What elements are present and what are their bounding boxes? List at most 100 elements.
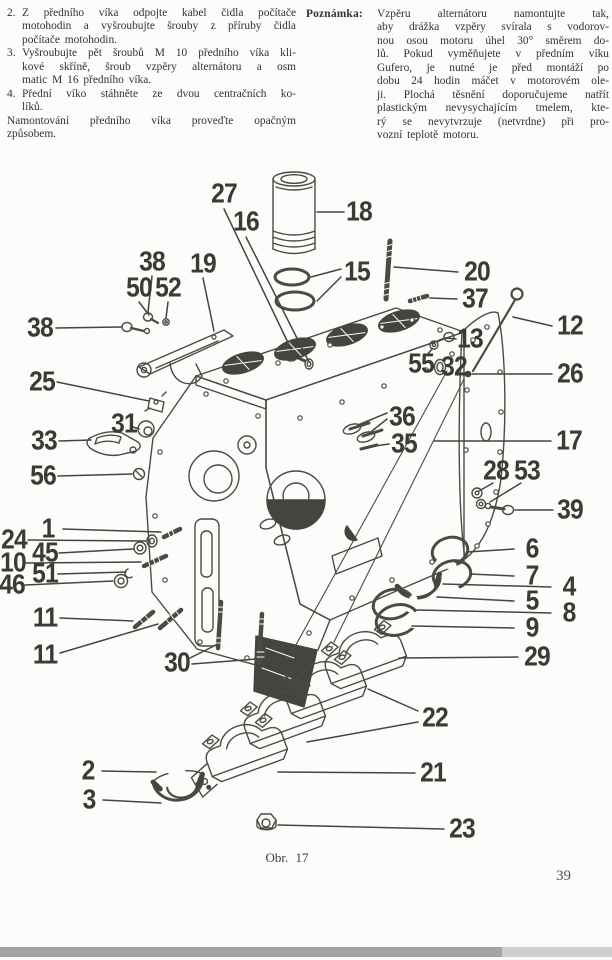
leader-line-45 — [58, 548, 134, 554]
list-number: 3. — [7, 47, 16, 60]
callout-35: 35 — [391, 427, 418, 459]
leader-line-25 — [56, 381, 150, 402]
leader-line-38 — [147, 275, 153, 313]
side-cover-plate — [458, 311, 506, 560]
callout-38: 38 — [139, 245, 166, 277]
leader-line-9 — [411, 625, 515, 629]
leader-line-53 — [489, 482, 522, 503]
leader-line-56 — [57, 473, 133, 477]
instruction-item: 4. Přední víko stáhněte ze dvou centrační… — [7, 88, 296, 115]
text-line: líků. — [22, 101, 43, 114]
callout-32: 32 — [441, 350, 468, 382]
text-line: motohodin a vyšroubujte šrouby z příruby… — [22, 20, 296, 33]
text-line: Z předního víka odpojte kabel čidla počí… — [22, 7, 296, 19]
callout-15: 15 — [344, 255, 371, 287]
leader-line-15 — [310, 268, 342, 278]
callout-3: 3 — [82, 783, 97, 815]
callout-22: 22 — [422, 701, 449, 733]
leader-line-19 — [202, 277, 215, 332]
dipstick — [471, 287, 524, 373]
leader-line-28 — [478, 482, 494, 492]
bearing-cap-21 — [190, 712, 289, 798]
callout-27: 27 — [211, 177, 238, 209]
list-number: 2. — [7, 7, 16, 19]
bearing-cap — [239, 679, 327, 750]
instructions-column: 2. Z předního víka odpojte kabel čidla po… — [7, 7, 296, 142]
callout-52: 52 — [155, 271, 182, 303]
text-line: Přední víko stáhněte ze dvou centračních… — [22, 87, 296, 100]
callout-30: 30 — [164, 646, 191, 678]
text-line: kové skříně, šroub vzpěry alternátoru a … — [22, 60, 296, 73]
leader-line-6 — [466, 548, 515, 553]
ring-32 — [433, 358, 447, 376]
callout-28: 28 — [483, 454, 510, 486]
callout-25: 25 — [29, 365, 56, 397]
callout-16: 16 — [233, 205, 260, 237]
callout-17: 17 — [556, 424, 583, 456]
instruction-items: 2. Z předního víka odpojte kabel čidla po… — [7, 7, 296, 115]
leader-line-24 — [27, 539, 147, 542]
leader-line-36 — [371, 418, 388, 432]
text-line: rý se nevytvrzuje (netvrdne) při pro- — [377, 115, 609, 128]
text-line: plastickým nevysychajícím tmelem, kte- — [377, 102, 609, 115]
text-line: Namontování předního víka proveďte opačn… — [7, 114, 296, 127]
text-line: nou osou motoru úhel 30° směrem do- — [377, 34, 609, 47]
leader-line-8 — [416, 609, 552, 614]
instruction-item: 2. Z předního víka odpojte kabel čidla po… — [7, 7, 296, 47]
leader-line-11 — [59, 617, 134, 622]
bolt-39 — [489, 504, 515, 516]
callout-12: 12 — [557, 309, 584, 341]
callout-55: 55 — [408, 347, 435, 379]
scan-edge-bar-light — [502, 947, 612, 957]
text-line: vozní teplotě motoru. — [377, 129, 479, 142]
list-number: 4. — [7, 87, 16, 100]
callout-39: 39 — [557, 493, 584, 525]
leader-line-15 — [316, 276, 342, 302]
leader-line-36 — [357, 412, 388, 426]
bearing-shells-4-5 — [394, 571, 442, 600]
callout-2: 2 — [81, 754, 96, 786]
callout-38: 38 — [27, 311, 54, 343]
callout-18: 18 — [346, 195, 373, 227]
callout-10: 10 — [0, 546, 27, 578]
text-line: Vyšroubujte pět šroubů M 10 předního vík… — [22, 47, 296, 60]
callout-36: 36 — [389, 400, 416, 432]
callout-1: 1 — [41, 512, 56, 544]
leader-line-23 — [277, 824, 445, 830]
callout-13: 13 — [457, 322, 484, 354]
figure-caption: Obr. 17 — [265, 850, 309, 865]
leader-line-3 — [102, 799, 162, 804]
leader-line-1 — [62, 528, 162, 533]
text-line: lů. Pokud vyměňujete v předním víku — [377, 48, 609, 61]
callout-37: 37 — [462, 282, 489, 314]
bearing-cap-29 — [320, 619, 408, 690]
nut-23 — [256, 813, 277, 831]
bracket-bolts — [121, 312, 170, 335]
plug-13 — [436, 331, 455, 343]
leader-line-30 — [189, 643, 219, 659]
leader-line-10 — [25, 561, 142, 564]
callout-31: 31 — [111, 407, 138, 439]
callout-8: 8 — [562, 596, 577, 628]
text-line: Vzpěru alternátoru namontujte tak, — [377, 8, 609, 20]
callout-11: 11 — [32, 601, 58, 633]
leader-line-55 — [426, 348, 433, 356]
text-line: způsobem. — [7, 128, 57, 141]
leader-line-27 — [223, 208, 292, 350]
lever-33 — [86, 431, 141, 457]
callout-20: 20 — [464, 255, 491, 287]
leader-line-31 — [132, 426, 140, 430]
callout-6: 6 — [525, 532, 540, 564]
text-line: ji. Plochá těsnění doporučujeme natřít — [377, 88, 609, 101]
washer-55 — [429, 340, 439, 350]
page-number: 39 — [556, 868, 571, 884]
leader-line-5 — [436, 596, 515, 602]
callout-9: 9 — [525, 611, 540, 643]
text-line: dobu 24 hodin máčet v motorovém ole- — [377, 75, 609, 88]
leader-line-35 — [374, 443, 390, 447]
leader-line-4 — [442, 583, 552, 588]
callout-7: 7 — [525, 559, 540, 591]
leader-line-20 — [393, 266, 459, 273]
closing-paragraph: Namontování předního víka proveďte opačn… — [7, 115, 296, 142]
cylinder-liner — [272, 171, 316, 255]
